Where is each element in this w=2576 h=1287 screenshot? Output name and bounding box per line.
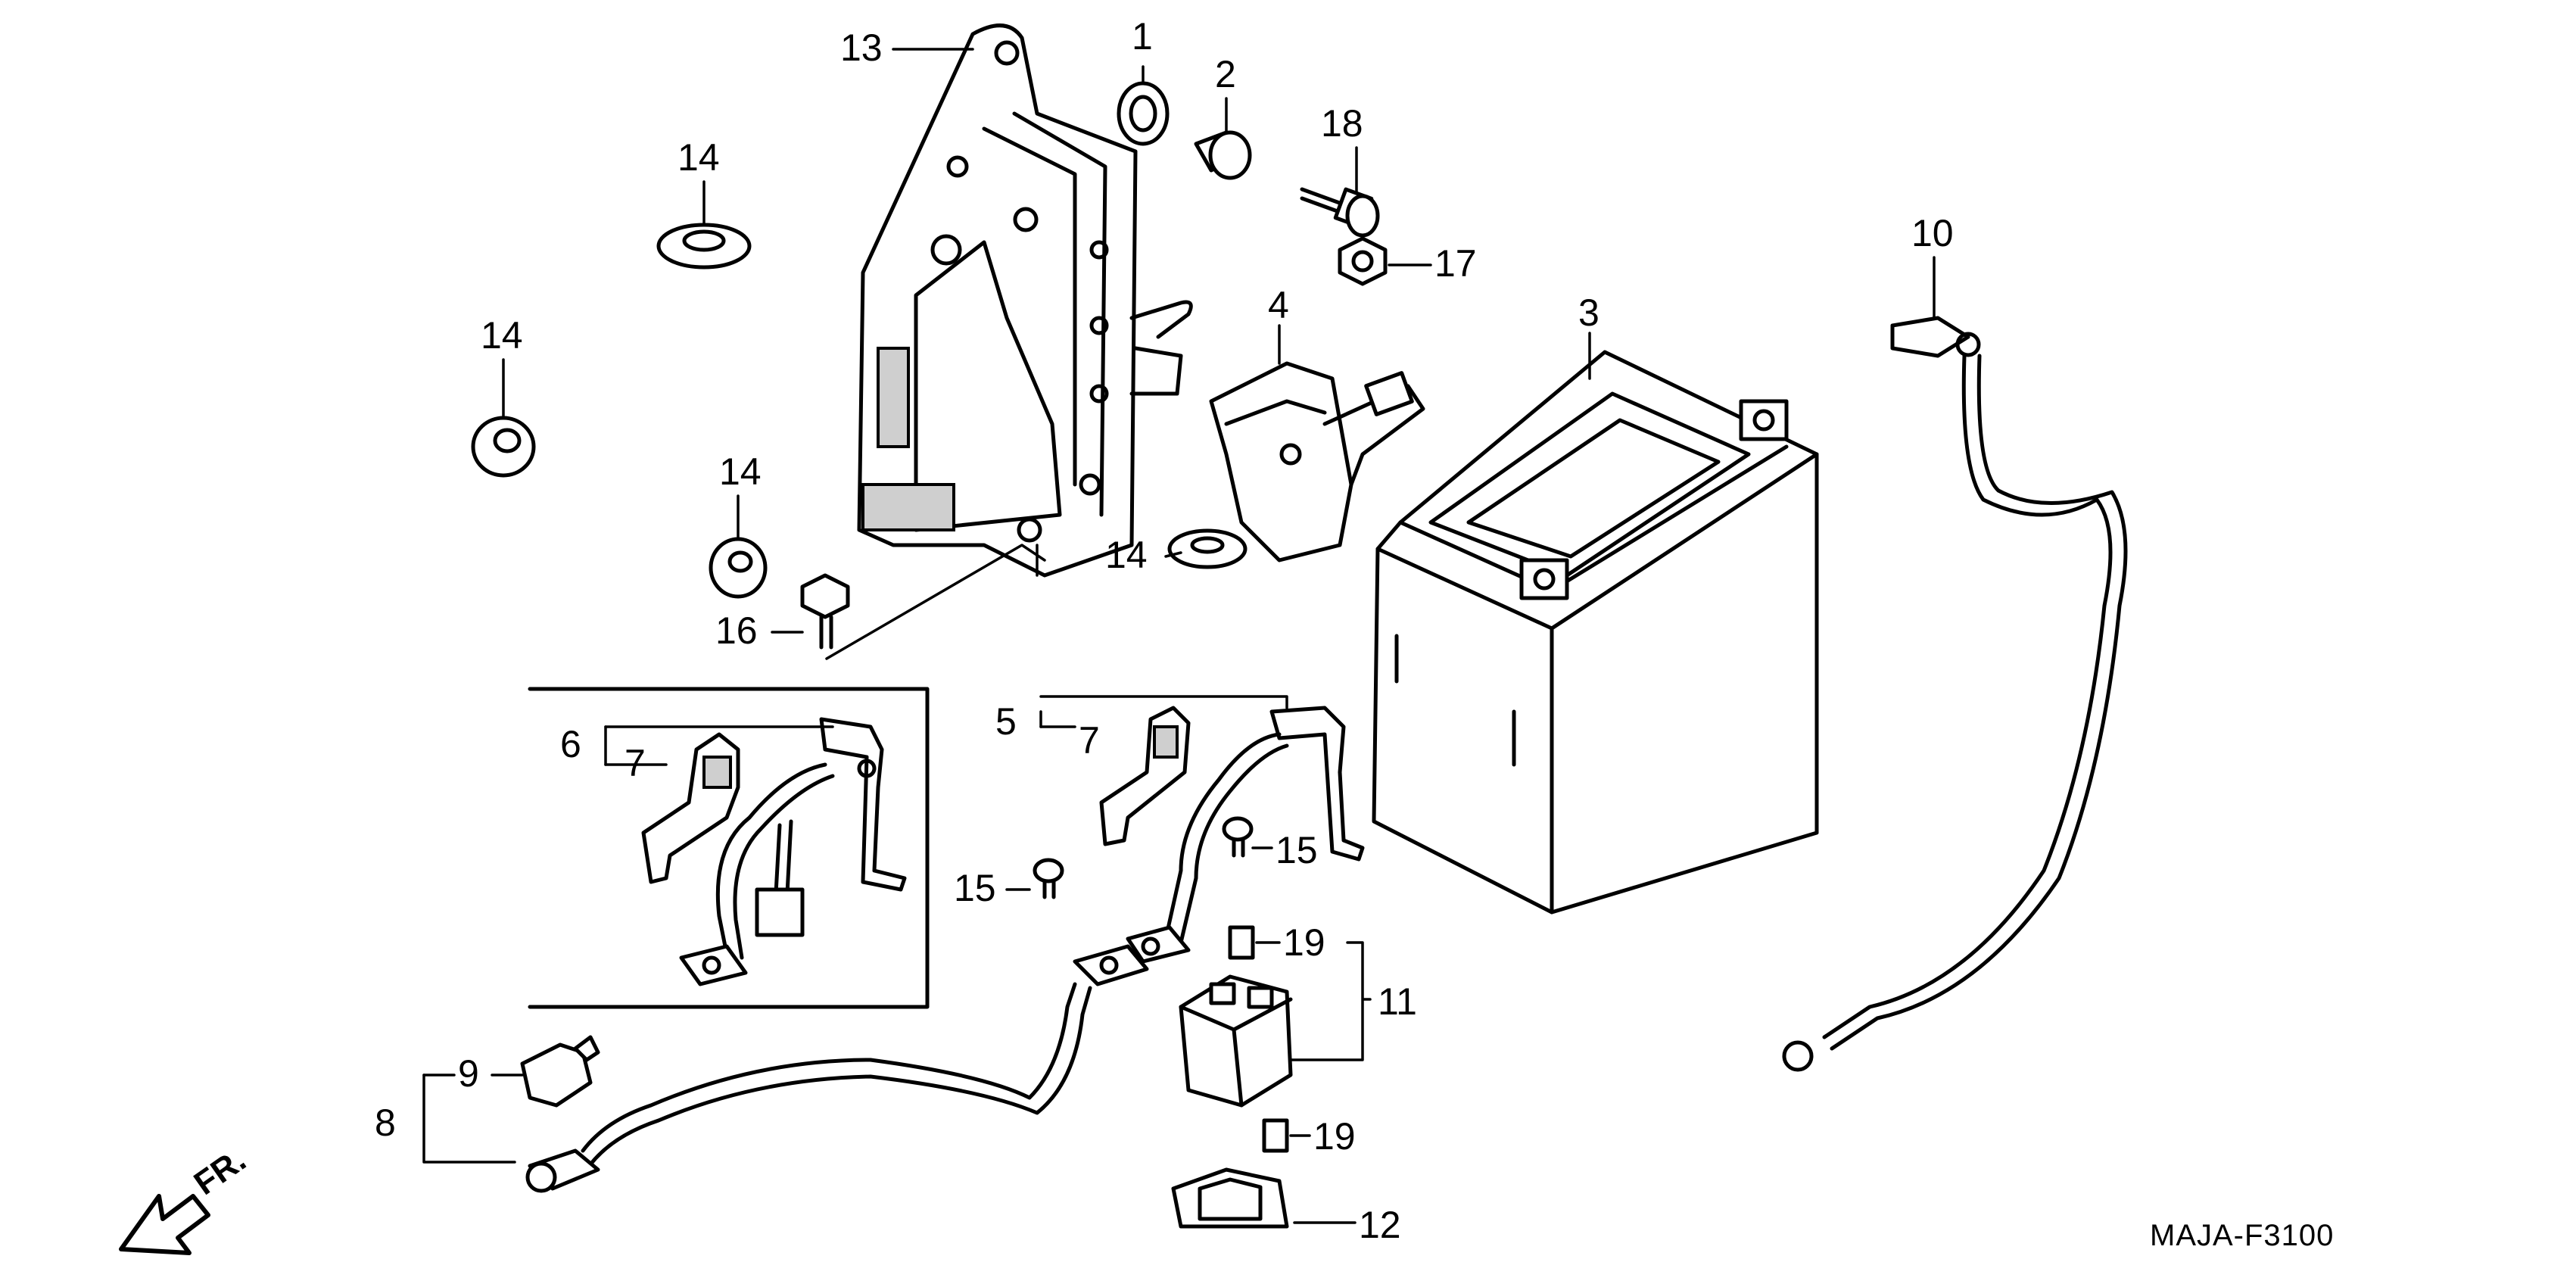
relay-cover-part-12 [1171, 1167, 1357, 1229]
callout-8: 8 [375, 1102, 396, 1144]
callout-18: 18 [1321, 102, 1363, 145]
callout-labels: 1 2 3 4 5 6 7 7 8 9 10 11 12 13 14 14 14… [375, 15, 1954, 1246]
fuse-part-19a [1228, 925, 1281, 960]
inset-box [528, 687, 930, 1009]
front-direction-arrow: FR. [119, 1141, 253, 1255]
collar-part-2 [1194, 97, 1252, 180]
callout-7a: 7 [625, 742, 646, 784]
callout-19a: 19 [1283, 921, 1325, 964]
callout-2: 2 [1215, 53, 1236, 95]
callout-13: 13 [840, 26, 883, 69]
callout-5: 5 [995, 700, 1017, 743]
diagram-code: MAJA-F3100 [2150, 1219, 2334, 1252]
callout-14c: 14 [719, 450, 762, 493]
screw-part-15b [1222, 816, 1273, 858]
callout-10: 10 [1911, 212, 1954, 254]
callout-11: 11 [1378, 980, 1417, 1023]
relay-cover-part-4 [1209, 324, 1425, 562]
cable-part-6 [679, 717, 907, 986]
battery-part-3 [1372, 332, 1819, 915]
callout-3: 3 [1578, 291, 1599, 334]
callout-15b: 15 [1276, 829, 1318, 871]
grommet-part-1 [1117, 65, 1170, 146]
callout-6: 6 [560, 723, 581, 765]
callout-15a: 15 [954, 867, 996, 909]
callout-14b: 14 [481, 314, 523, 357]
negative-cable-part-10 [1782, 256, 2128, 1072]
nut-part-17 [1338, 236, 1432, 286]
bolt-part-16 [771, 544, 1046, 660]
callout-9: 9 [458, 1052, 479, 1095]
callout-1: 1 [1132, 15, 1153, 58]
callout-14a: 14 [677, 136, 720, 179]
callout-19b: 19 [1313, 1115, 1356, 1158]
starter-relay-part-11 [1179, 941, 1372, 1108]
callout-4: 4 [1268, 284, 1289, 326]
cable-part-5 [1039, 695, 1365, 964]
callout-7b: 7 [1079, 719, 1100, 762]
fuse-part-19b [1262, 1118, 1311, 1153]
screw-part-15a [1005, 858, 1064, 899]
callout-16: 16 [715, 609, 758, 652]
rubber-mount-14d [1164, 528, 1248, 569]
battery-holder-bracket [857, 23, 1193, 578]
front-direction-label: FR. [188, 1141, 253, 1202]
callout-12: 12 [1359, 1204, 1401, 1246]
callout-14d: 14 [1105, 534, 1148, 576]
positive-cable-part-8 [422, 944, 1149, 1193]
rubber-mount-14a [656, 180, 752, 270]
terminal-cover-part-7b [1099, 706, 1191, 846]
bolt-part-18 [1300, 146, 1380, 238]
callout-17: 17 [1434, 242, 1477, 285]
rubber-mount-14b [471, 358, 536, 478]
terminal-cover-part-7a [641, 732, 740, 884]
rubber-mount-14c [709, 494, 768, 599]
terminal-cap-part-9 [491, 1035, 600, 1108]
